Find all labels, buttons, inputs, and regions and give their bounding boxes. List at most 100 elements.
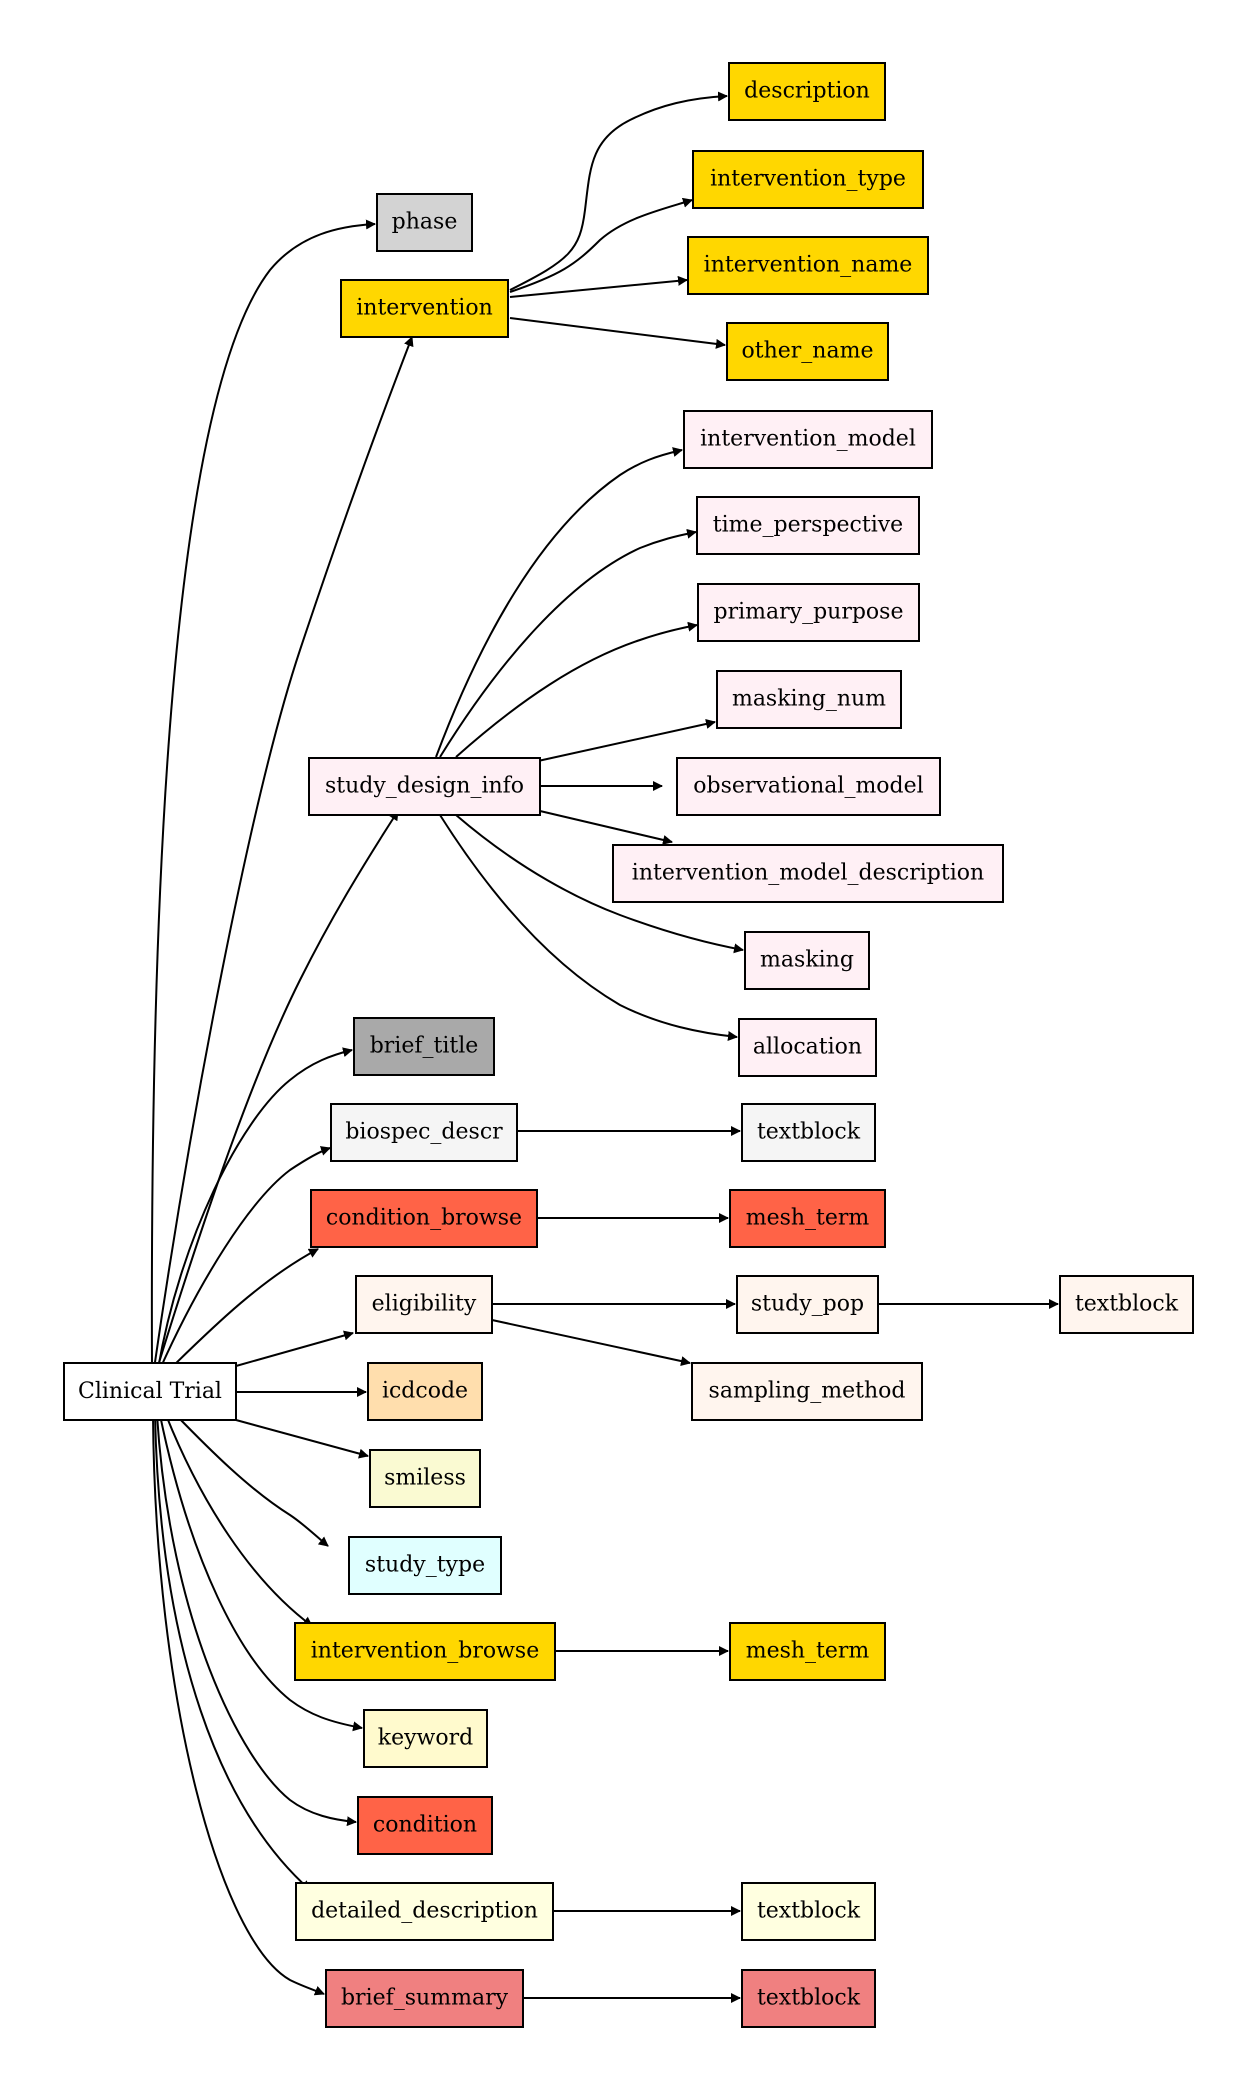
node-label: intervention_browse	[311, 1639, 539, 1664]
edge-root-phase	[150, 219, 376, 1370]
node-sampling-method[interactable]: sampling_method	[691, 1362, 923, 1421]
node-observational-model[interactable]: observational_model	[676, 757, 941, 816]
edge-sdi-alloc	[439, 814, 738, 1042]
node-allocation[interactable]: allocation	[738, 1018, 877, 1077]
node-study-pop-textblock[interactable]: textblock	[1059, 1275, 1194, 1334]
node-label: eligibility	[372, 1292, 477, 1317]
node-primary-purpose[interactable]: primary_purpose	[697, 583, 920, 642]
node-biospec-descr[interactable]: biospec_descr	[330, 1103, 518, 1162]
node-study-design-info[interactable]: study_design_info	[308, 757, 541, 816]
node-root[interactable]: Clinical Trial	[63, 1362, 237, 1421]
node-description[interactable]: description	[728, 62, 886, 121]
node-detailed-description-textblock[interactable]: textblock	[741, 1882, 876, 1941]
node-intervention-model-description[interactable]: intervention_model_description	[612, 844, 1004, 903]
node-brief-summary-textblock[interactable]: textblock	[741, 1969, 876, 2028]
node-intervention-name[interactable]: intervention_name	[687, 236, 929, 295]
edge-root-study-type	[175, 1414, 329, 1547]
node-label: intervention_model	[700, 427, 916, 452]
node-label: condition	[373, 1813, 477, 1838]
edge-sdi-mask	[455, 814, 744, 954]
edge-sdi-imdesc	[539, 810, 673, 845]
node-label: detailed_description	[311, 1899, 538, 1924]
edge-root-brief-title	[157, 1047, 353, 1370]
node-label: description	[744, 79, 870, 104]
edge-root-det-desc	[154, 1414, 311, 1891]
node-eligibility[interactable]: eligibility	[355, 1275, 493, 1334]
edge-elig-samp	[491, 1319, 691, 1366]
node-study-type[interactable]: study_type	[348, 1536, 502, 1595]
edge-root-intervention	[153, 336, 414, 1370]
edge-intervention-type	[509, 197, 693, 293]
node-label: textblock	[757, 1986, 861, 2011]
node-label: textblock	[1075, 1292, 1179, 1317]
edge-root-sdi	[156, 810, 399, 1370]
node-label: mesh_term	[746, 1639, 870, 1664]
node-brief-summary[interactable]: brief_summary	[325, 1969, 524, 2028]
node-condition-mesh-term[interactable]: mesh_term	[729, 1189, 886, 1248]
node-label: icdcode	[382, 1379, 468, 1404]
node-label: intervention_model_description	[632, 861, 984, 886]
node-intervention-mesh-term[interactable]: mesh_term	[729, 1622, 886, 1681]
edge-intervention-name	[509, 275, 688, 298]
node-time-perspective[interactable]: time_perspective	[696, 496, 920, 555]
node-label: intervention	[356, 296, 493, 321]
node-label: study_design_info	[325, 774, 524, 799]
node-label: intervention_type	[710, 167, 906, 192]
edge-root-condition	[156, 1414, 357, 1827]
node-label: brief_title	[370, 1034, 479, 1059]
edge-sdi-masknum	[537, 719, 716, 762]
node-biospec-textblock[interactable]: textblock	[741, 1103, 876, 1162]
node-label: study_pop	[751, 1292, 864, 1317]
node-smiless[interactable]: smiless	[369, 1449, 481, 1508]
edge-sdi-purpose	[455, 621, 698, 758]
node-label: allocation	[753, 1035, 862, 1060]
node-icdcode[interactable]: icdcode	[367, 1362, 483, 1421]
edge-sdi-model	[435, 447, 683, 758]
node-label: textblock	[757, 1120, 861, 1145]
edge-root-elig	[235, 1330, 354, 1367]
node-label: mesh_term	[746, 1206, 870, 1231]
node-intervention[interactable]: intervention	[340, 279, 509, 338]
node-label: phase	[392, 210, 458, 235]
node-label: observational_model	[693, 774, 923, 799]
edge-sdi-time	[439, 528, 697, 758]
node-detailed-description[interactable]: detailed_description	[295, 1882, 554, 1941]
node-label: biospec_descr	[345, 1120, 503, 1145]
node-intervention-model[interactable]: intervention_model	[683, 410, 933, 469]
node-condition[interactable]: condition	[357, 1796, 493, 1855]
node-label: study_type	[365, 1553, 485, 1578]
edge-root-cond-browse	[169, 1248, 319, 1370]
node-study-pop[interactable]: study_pop	[736, 1275, 879, 1334]
node-label: textblock	[757, 1899, 861, 1924]
edge-root-smiless	[235, 1419, 369, 1459]
edge-intervention-desc	[509, 91, 728, 291]
node-label: primary_purpose	[714, 600, 904, 625]
node-label: condition_browse	[326, 1206, 522, 1231]
node-masking[interactable]: masking	[744, 931, 870, 990]
node-label: other_name	[742, 339, 874, 364]
node-other-name[interactable]: other_name	[726, 322, 889, 381]
node-label: masking_num	[732, 687, 886, 712]
edges	[150, 91, 1059, 2003]
edge-root-keyword	[159, 1414, 363, 1732]
node-intervention-browse[interactable]: intervention_browse	[294, 1622, 556, 1681]
node-label: smiless	[384, 1466, 466, 1491]
node-label: masking	[760, 948, 854, 973]
edge-intervention-other	[509, 317, 726, 349]
node-masking-num[interactable]: masking_num	[716, 670, 902, 729]
node-label: Clinical Trial	[78, 1379, 222, 1404]
node-keyword[interactable]: keyword	[363, 1709, 488, 1768]
edge-root-brief-sum	[152, 1414, 325, 1996]
edge-root-int-browse	[165, 1414, 313, 1627]
node-label: brief_summary	[341, 1986, 509, 2011]
edge-root-biospec	[159, 1146, 331, 1370]
node-intervention-type[interactable]: intervention_type	[692, 150, 924, 209]
node-label: keyword	[378, 1726, 473, 1751]
node-phase[interactable]: phase	[376, 193, 473, 252]
node-label: sampling_method	[709, 1379, 906, 1404]
node-condition-browse[interactable]: condition_browse	[310, 1189, 538, 1248]
node-label: intervention_name	[704, 253, 913, 278]
node-brief-title[interactable]: brief_title	[353, 1017, 495, 1076]
node-label: time_perspective	[713, 513, 903, 538]
